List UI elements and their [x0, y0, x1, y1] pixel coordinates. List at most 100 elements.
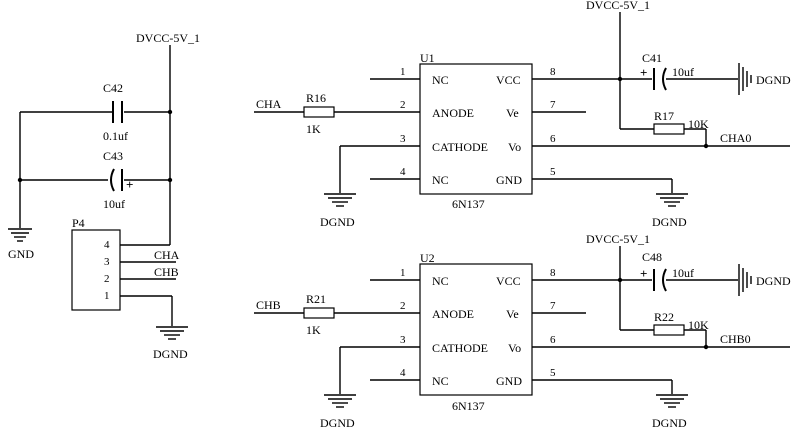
resistor-r16: R16 1K — [303, 91, 335, 136]
u2-pin5-num: 5 — [550, 367, 556, 379]
r22-value: 10K — [688, 318, 709, 332]
u2-pin6-num: 6 — [550, 334, 556, 346]
p4-cha-label: CHA — [154, 248, 180, 262]
p4-pin-2: 2 — [104, 273, 110, 285]
capacitor-c48: C48 + 10uf — [640, 250, 694, 292]
dgnd-label-p4: DGND — [153, 347, 188, 361]
u1-ref: U1 — [420, 51, 435, 65]
cha-input-label: CHA — [256, 97, 282, 111]
u2-pin6-name: Vo — [508, 341, 521, 355]
r21-value: 1K — [306, 323, 321, 337]
u2-pin7-num: 7 — [550, 300, 556, 312]
gnd-symbol-left: GND — [8, 228, 34, 261]
c48-ref: C48 — [642, 250, 662, 264]
c48-value: 10uf — [672, 266, 694, 280]
r22-ref: R22 — [654, 310, 674, 324]
c41-value: 10uf — [672, 65, 694, 79]
channel-a-block: CHA R16 1K U1 1 2 3 4 NC ANODE CATHODE N… — [254, 0, 791, 229]
u2-pin8-name: VCC — [496, 274, 521, 288]
u2-pin5-name: GND — [496, 374, 522, 388]
c43-value: 10uf — [103, 197, 125, 211]
gnd-label: GND — [8, 247, 34, 261]
dgnd-symbol-c48: DGND — [738, 264, 791, 296]
p4-chb-label: CHB — [154, 265, 179, 279]
u2-pin4-num: 4 — [400, 367, 406, 379]
optocoupler-u2: U2 1 2 3 4 NC ANODE CATHODE NC VCC Ve Vo… — [370, 251, 706, 413]
u2-pin2-num: 2 — [400, 300, 406, 312]
dgnd-symbol-u2-cathode: DGND — [320, 394, 356, 430]
c48-plus: + — [640, 266, 647, 281]
r17-value: 10K — [688, 117, 709, 131]
u2-pin4-name: NC — [432, 374, 449, 388]
u1-pin3-num: 3 — [400, 133, 406, 145]
dgnd-label-u1-cathode: DGND — [320, 215, 355, 229]
dgnd-label-u2-cathode: DGND — [320, 416, 355, 430]
c41-plus: + — [640, 65, 647, 80]
u2-pin7-name: Ve — [506, 307, 519, 321]
dgnd-label-c41: DGND — [756, 73, 791, 87]
u2-ref: U2 — [420, 251, 435, 265]
r16-ref: R16 — [306, 91, 326, 105]
u1-pin7-name: Ve — [506, 106, 519, 120]
u1-pin4-num: 4 — [400, 166, 406, 178]
dgnd-label-c48: DGND — [756, 274, 791, 288]
u2-pin3-num: 3 — [400, 334, 406, 346]
u1-pin2-name: ANODE — [432, 106, 474, 120]
c41-ref: C41 — [642, 51, 662, 65]
u1-pin7-num: 7 — [550, 99, 556, 111]
u2-pin8-num: 8 — [550, 267, 556, 279]
u1-pin2-num: 2 — [400, 99, 406, 111]
dvcc-label-left: DVCC-5V_1 — [136, 31, 200, 45]
p4-ref: P4 — [72, 216, 85, 230]
capacitor-c41: C41 + 10uf — [640, 51, 694, 91]
u1-pin5-num: 5 — [550, 166, 556, 178]
c42-value: 0.1uf — [103, 129, 128, 143]
r16-value: 1K — [306, 122, 321, 136]
p4-pin-4: 4 — [104, 239, 110, 251]
u2-part: 6N137 — [452, 399, 485, 413]
resistor-r22: R22 10K — [653, 310, 709, 336]
capacitor-c43: C43 + 10uf — [103, 149, 133, 211]
u1-pin8-name: VCC — [496, 73, 521, 87]
u1-pin4-name: NC — [432, 173, 449, 187]
chb-input-label: CHB — [256, 298, 281, 312]
u2-pin1-name: NC — [432, 274, 449, 288]
dgnd-symbol-u1-gnd: DGND — [652, 193, 688, 229]
u1-pin5-name: GND — [496, 173, 522, 187]
u1-pin1-num: 1 — [400, 66, 406, 78]
u2-pin3-name: CATHODE — [432, 341, 488, 355]
u2-pin1-num: 1 — [400, 267, 406, 279]
u1-pin1-name: NC — [432, 73, 449, 87]
u2-pin2-name: ANODE — [432, 307, 474, 321]
p4-pin-3: 3 — [104, 256, 110, 268]
r17-ref: R17 — [654, 109, 674, 123]
u1-pin3-name: CATHODE — [432, 140, 488, 154]
dvcc-label-mid: DVCC-5V_1 — [586, 232, 650, 246]
dgnd-symbol-u1-cathode: DGND — [320, 193, 356, 229]
left-power-section: DVCC-5V_1 C42 0.1uf C43 + 10uf — [8, 31, 200, 361]
c43-ref: C43 — [103, 149, 123, 163]
cha0-label: CHA0 — [720, 131, 751, 145]
dgnd-symbol-u2-gnd: DGND — [652, 394, 688, 430]
p4-pin-1: 1 — [104, 290, 110, 302]
dgnd-symbol-c41: DGND — [738, 63, 791, 95]
resistor-r17: R17 10K — [653, 109, 709, 135]
channel-b-block: CHB R21 1K U2 1 2 3 4 NC ANODE CATHODE N… — [254, 232, 791, 430]
r21-ref: R21 — [306, 292, 326, 306]
c42-ref: C42 — [103, 81, 123, 95]
connector-p4: P4 4 3 2 1 CHA CHB — [71, 216, 180, 326]
u1-pin6-num: 6 — [550, 133, 556, 145]
optocoupler-u1: U1 1 2 3 4 NC ANODE CATHODE NC VCC Ve Vo… — [370, 51, 706, 211]
capacitor-c42: C42 0.1uf — [103, 81, 128, 143]
resistor-r21: R21 1K — [303, 292, 335, 337]
dgnd-symbol-p4: DGND — [153, 326, 188, 361]
c43-plus: + — [126, 177, 133, 192]
u1-pin8-num: 8 — [550, 66, 556, 78]
dgnd-label-u1-gnd: DGND — [652, 215, 687, 229]
dvcc-label-top: DVCC-5V_1 — [586, 0, 650, 12]
dgnd-label-u2-gnd: DGND — [652, 416, 687, 430]
u1-pin6-name: Vo — [508, 140, 521, 154]
u1-part: 6N137 — [452, 197, 485, 211]
chb0-label: CHB0 — [720, 332, 751, 346]
